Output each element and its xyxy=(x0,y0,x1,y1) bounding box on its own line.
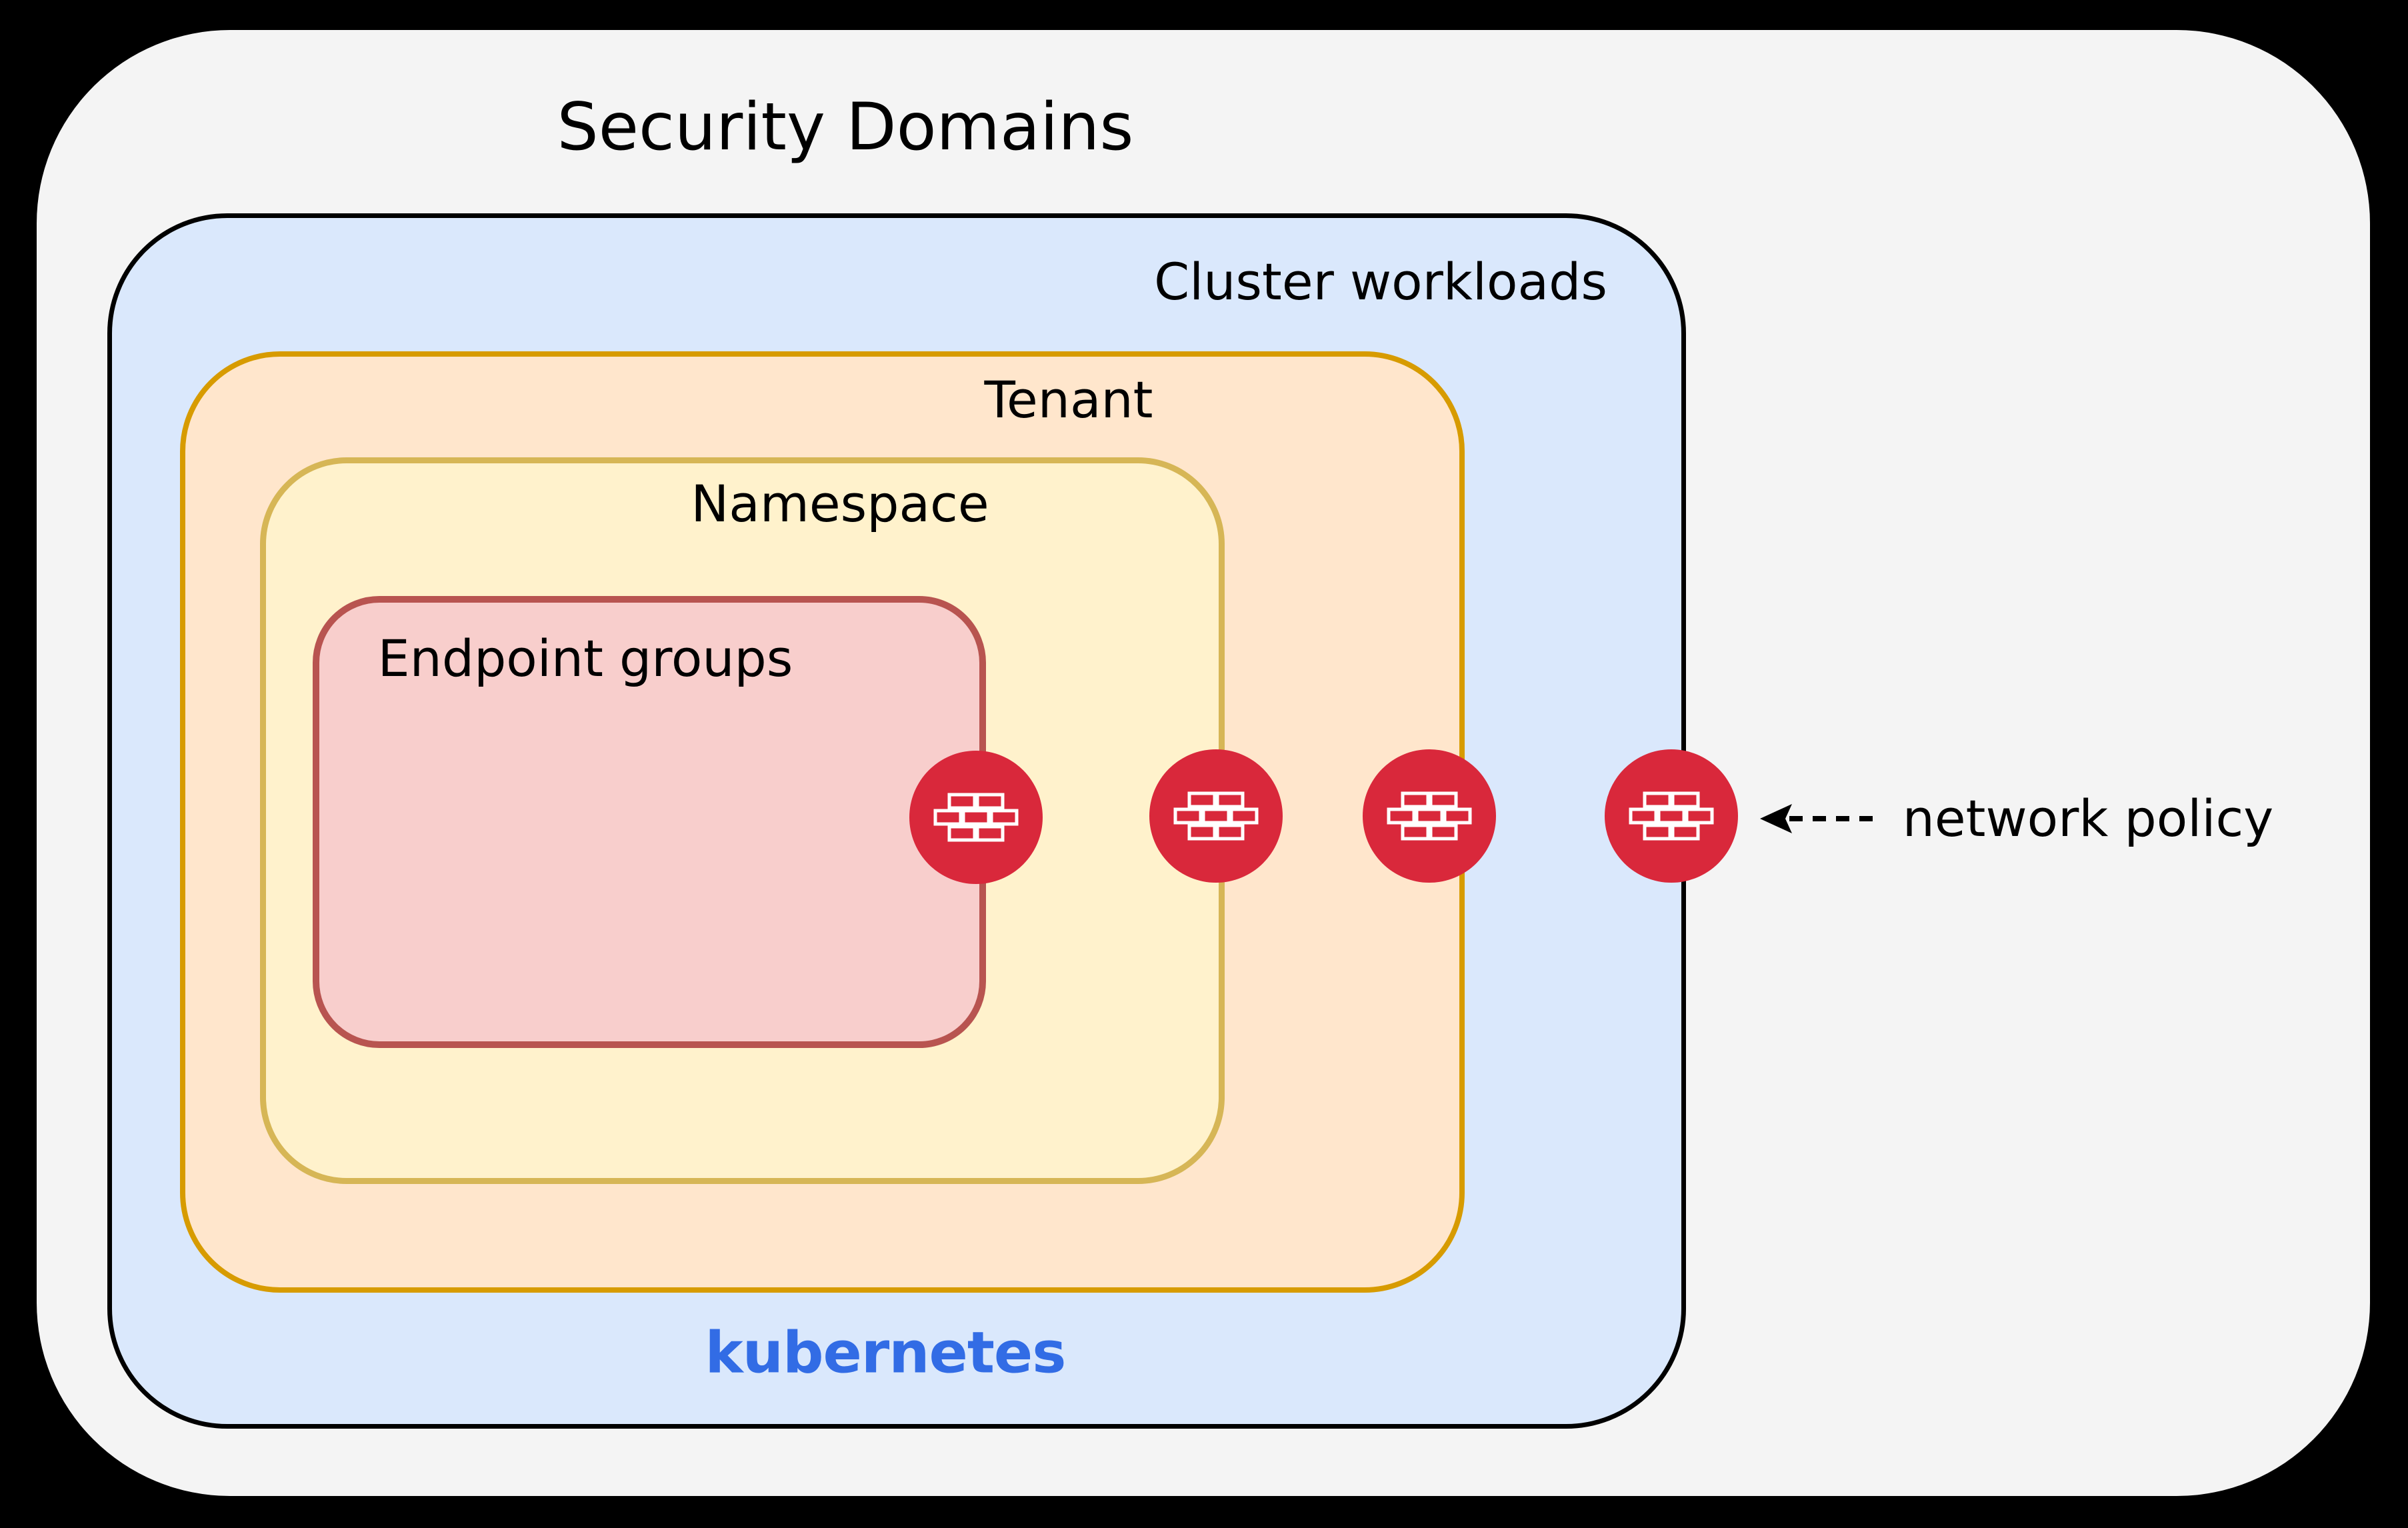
firewall-icon-endpoint-groups-boundary xyxy=(909,751,1043,884)
firewall-brick-icon xyxy=(1173,791,1259,841)
cluster-workloads-label: Cluster workloads xyxy=(1154,252,1607,312)
network-policy-label: network policy xyxy=(1902,789,2274,849)
firewall-brick-icon xyxy=(1387,791,1472,841)
kubernetes-wordmark: kubernetes xyxy=(705,1319,1067,1387)
endpoint-groups-domain xyxy=(313,596,986,1048)
firewall-brick-icon xyxy=(1629,791,1714,841)
firewall-brick-icon xyxy=(933,793,1019,842)
firewall-icon-tenant-boundary xyxy=(1363,749,1496,883)
endpoint-groups-label: Endpoint groups xyxy=(377,629,793,689)
network-policy-arrow xyxy=(1760,804,1879,833)
namespace-label: Namespace xyxy=(691,474,989,534)
diagram-title: Security Domains xyxy=(557,89,1134,166)
firewall-icon-cluster-boundary xyxy=(1605,749,1738,883)
tenant-label: Tenant xyxy=(984,370,1153,430)
firewall-icon-namespace-boundary xyxy=(1149,749,1283,883)
